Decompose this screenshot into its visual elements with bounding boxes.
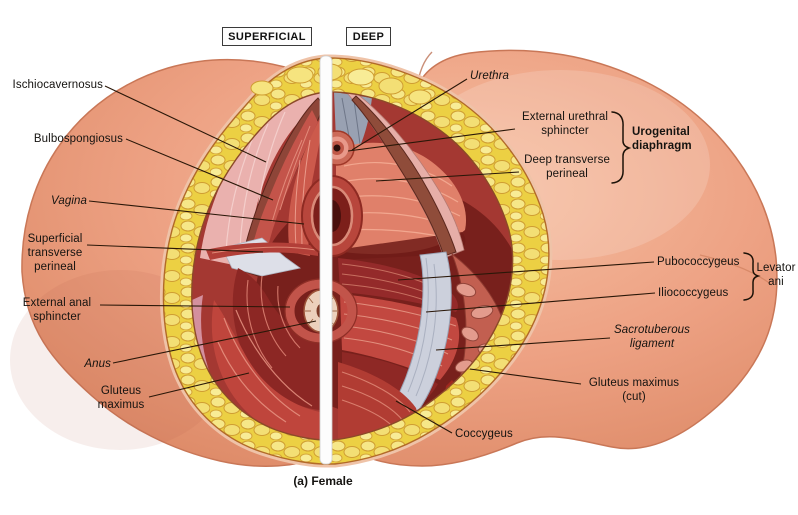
leader-gluteus-maximus [148,372,250,398]
leader-vagina [88,200,305,225]
label-gluteus-maximus: Gluteus maximus [97,385,145,411]
superficial-transverse-perineal-muscle [206,242,318,260]
label-vagina: Vagina [51,195,87,207]
leader-sacrotuberous-ligament [435,337,611,351]
leader-anus [112,320,317,364]
bulbospongiosus-muscle [288,112,326,256]
leader-iliococcygeus [425,292,656,313]
leader-gluteus-maximus-cut [469,368,582,385]
leader-urethra [351,78,468,151]
leader-external-urethral-sphincter [347,128,516,152]
label-bulbospongiosus: Bulbospongiosus [33,133,123,145]
superficial-deep-divider-line [319,55,333,465]
label-external-urethral-sphincter: External urethral sphincter [521,111,609,137]
view-header-deep: DEEP [346,27,391,46]
bracket-levator-ani [743,252,761,301]
label-sacrotuberous-ligament: Sacrotuberous ligament [613,324,691,350]
leader-bulbospongiosus [125,138,274,201]
leader-ischiocavernosus [104,85,267,163]
leader-deep-transverse-perineal [375,171,520,182]
gluteus-maximus-left [211,300,320,440]
label-urethra: Urethra [470,70,510,82]
leader-superficial-transverse-perineal [86,244,264,253]
label-gluteus-maximus-cut: Gluteus maximus (cut) [588,377,680,403]
label-levator-ani: Levator ani [756,262,796,288]
leader-lines [86,78,656,434]
dissection-inner-edge [191,91,514,441]
bracket-urogenital-diaphragm [611,111,632,184]
leader-coccygeus [395,400,453,434]
levator-ani-left [232,268,320,410]
label-external-anal-sphincter: External anal sphincter [22,297,92,323]
view-header-superficial: SUPERFICIAL [222,27,312,46]
label-urogenital-diaphragm: Urogenital diaphragm [632,126,692,152]
label-deep-transverse-perineal: Deep transverse perineal [524,154,610,180]
label-pubococcygeus: Pubococcygeus [657,256,740,268]
label-iliococcygeus: Iliococcygeus [658,287,729,299]
leader-external-anal-sphincter [99,304,291,308]
leader-pubococcygeus [397,261,655,281]
label-anus: Anus [84,358,111,370]
label-ischiocavernosus: Ischiocavernosus [12,79,103,91]
figure-caption: (a) Female [293,474,353,488]
label-coccygeus: Coccygeus [455,428,513,440]
label-superficial-transverse-perineal: Superficial transverse perineal [27,233,83,273]
